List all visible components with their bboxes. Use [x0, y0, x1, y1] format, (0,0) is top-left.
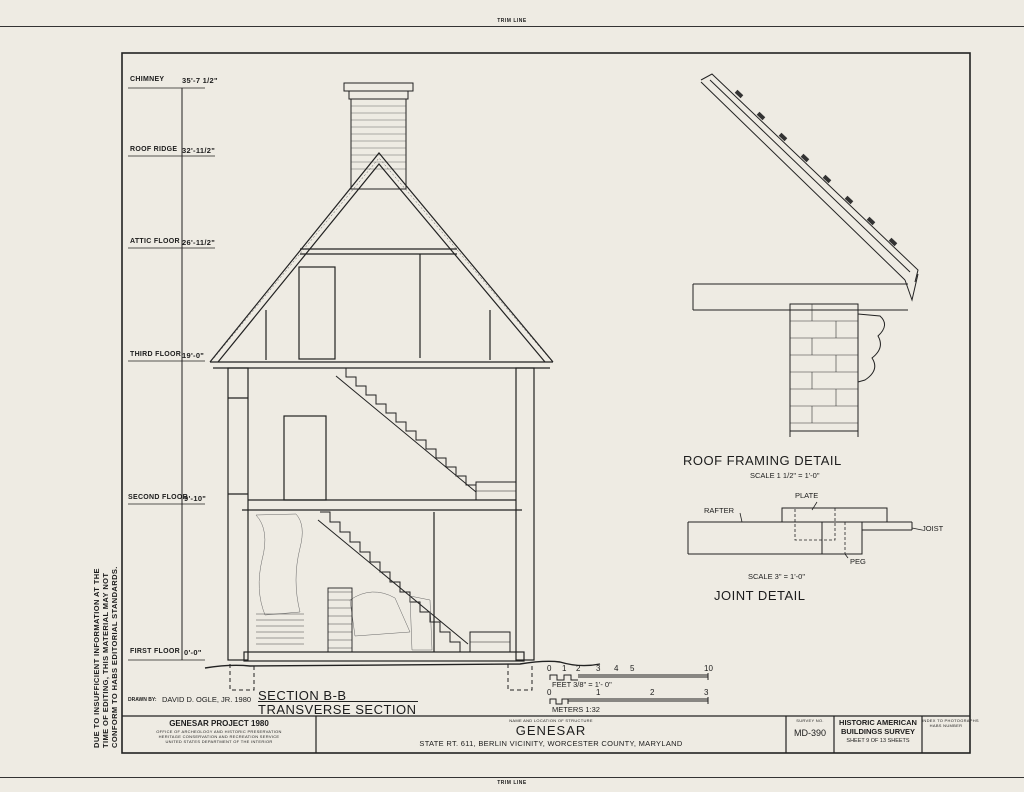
agency-line-2: BUILDINGS SURVEY: [840, 727, 916, 736]
agency-line-1: HISTORIC AMERICAN: [839, 718, 917, 727]
scale-tick-feet-5: 5: [630, 664, 635, 673]
joint-label-plate: PLATE: [795, 491, 819, 500]
office-line-2: HERITAGE CONSERVATION AND RECREATION SER…: [158, 734, 280, 739]
bottom-trim-line: [0, 777, 1024, 778]
scale-meters-label: METERS 1:32: [552, 705, 600, 714]
editorial-note-line-3: CONFORM TO HABS EDITORIAL STANDARDS.: [110, 566, 119, 748]
office-line-1: OFFICE OF ARCHEOLOGY AND HISTORIC PRESER…: [156, 729, 282, 734]
scale-tick-meters-0: 0: [547, 688, 552, 697]
editorial-note-line-1: DUE TO INSUFFICIENT INFORMATION AT THE: [92, 568, 101, 748]
editorial-note: DUE TO INSUFFICIENT INFORMATION AT THE T…: [92, 566, 119, 748]
survey-label: SURVEY NO.: [796, 718, 824, 723]
drawn-by-name: DAVID D. OGLE, JR. 1980: [162, 695, 252, 704]
editorial-note-line-2: TIME OF EDITING, THIS MATERIAL MAY NOT: [101, 572, 110, 748]
section-subtitle: TRANSVERSE SECTION: [258, 702, 417, 717]
scale-tick-feet-4: 4: [614, 664, 619, 673]
structure-location: STATE RT. 611, BERLIN VICINITY, WORCESTE…: [419, 739, 683, 748]
top-trim-label: TRIM LINE: [497, 18, 527, 24]
office-line-3: UNITED STATES DEPARTMENT OF THE INTERIOR: [165, 739, 273, 744]
survey-number: MD-390: [793, 728, 826, 738]
structure-name: GENESAR: [515, 723, 587, 738]
roof-detail-title: ROOF FRAMING DETAIL: [683, 453, 842, 468]
scale-tick-feet-2: 2: [576, 664, 581, 673]
top-trim-line: [0, 26, 1024, 27]
scale-tick-feet-10: 10: [704, 664, 713, 673]
joint-label-rafter: RAFTER: [704, 506, 734, 515]
joint-label-joist: JOIST: [922, 524, 944, 533]
joint-detail-title: JOINT DETAIL: [714, 588, 806, 603]
joint-label-peg: PEG: [850, 557, 866, 566]
bottom-trim-label: TRIM LINE: [497, 780, 527, 786]
section-title: SECTION B-B: [258, 688, 347, 703]
scale-tick-meters-1: 1: [596, 688, 601, 697]
scale-tick-feet-0: 0: [547, 664, 552, 673]
scale-tick-meters-2: 2: [650, 688, 655, 697]
sheet-number: SHEET 9 OF 13 SHEETS: [846, 738, 910, 744]
roof-detail-scale: SCALE 1 1/2" = 1'-0": [750, 471, 820, 480]
structure-label: NAME AND LOCATION OF STRUCTURE: [509, 718, 593, 723]
scale-tick-feet-3: 3: [596, 664, 601, 673]
scale-tick-feet-1: 1: [562, 664, 567, 673]
scale-feet-label: FEET 3/8" = 1'- 0": [552, 680, 612, 689]
index-line-1: INDEX TO PHOTOGRAPHS: [922, 718, 979, 723]
joint-detail-scale: SCALE 3" = 1'-0": [748, 572, 805, 581]
project-title: GENESAR PROJECT 1980: [169, 719, 269, 728]
index-line-2: HABS NUMBER: [929, 723, 963, 728]
drawn-by-label: DRAWN BY:: [128, 697, 157, 703]
section-title-underline: [258, 701, 418, 702]
scale-tick-meters-3: 3: [704, 688, 709, 697]
